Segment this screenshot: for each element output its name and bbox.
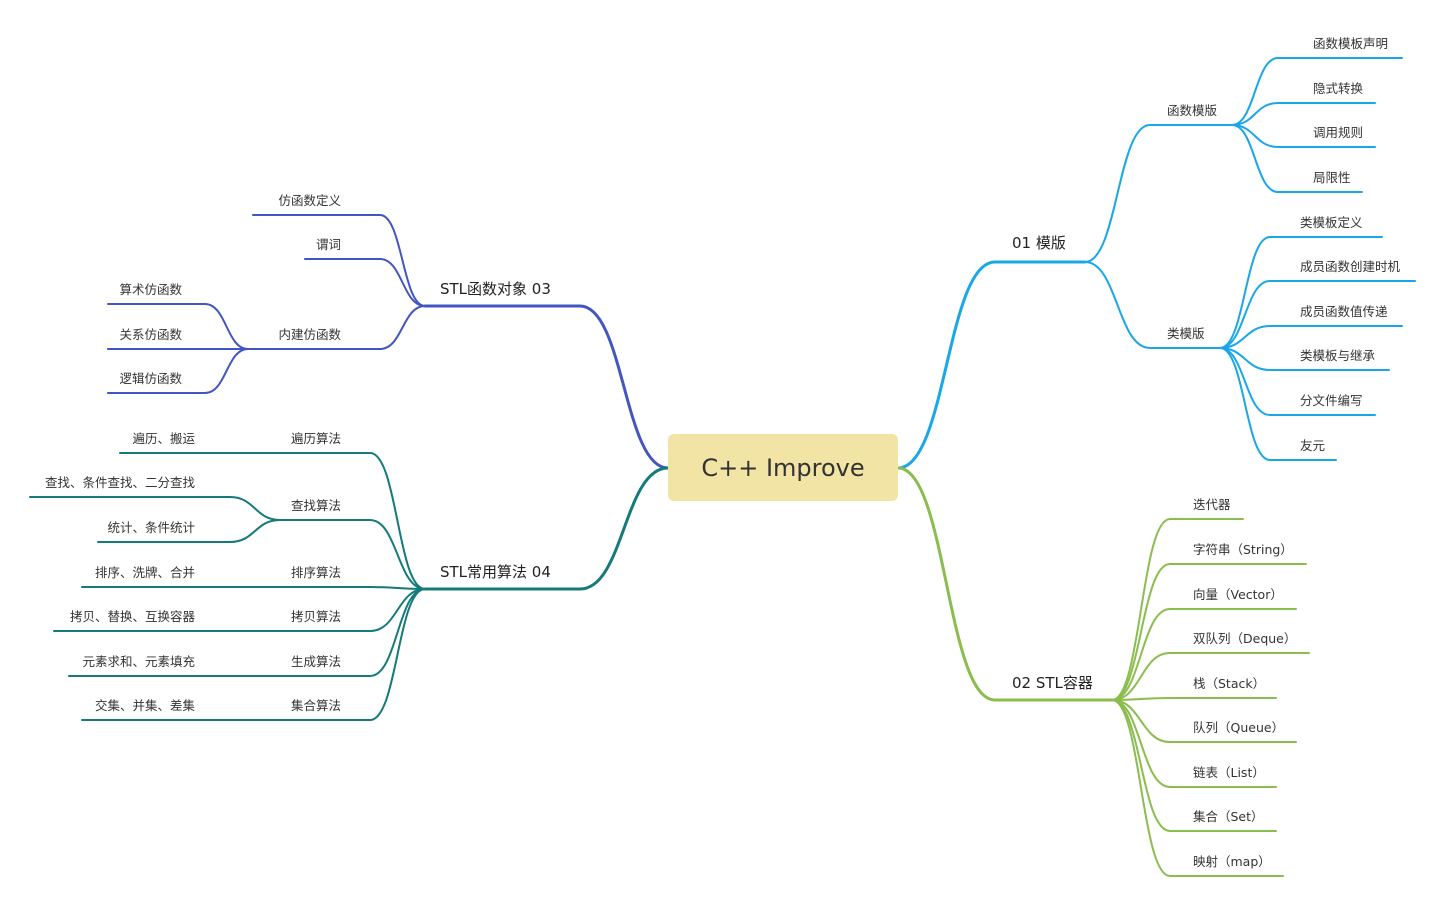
edge-root-containers (896, 466, 1114, 702)
edge-root-algorithms (423, 466, 670, 591)
edge-container-leaf-4 (1111, 697, 1277, 701)
edge-root-functors (423, 304, 670, 470)
leaf-queue[interactable]: 队列（Queue） (1193, 720, 1285, 735)
leaf-sort-detail[interactable]: 排序、洗牌、合并 (94, 565, 195, 580)
edge-functors-definition (252, 214, 426, 307)
leaf-map[interactable]: 映射（map） (1193, 854, 1271, 869)
node-copy-algorithms[interactable]: 拷贝算法 (290, 609, 341, 624)
edge-container-leaf-2 (1111, 608, 1297, 701)
node-function-template[interactable]: 函数模版 (1167, 103, 1218, 118)
branch-algorithms[interactable]: STL常用算法 04 (440, 563, 551, 581)
edge-algo-2 (279, 586, 426, 590)
edge-builtin-leaf-2 (107, 348, 249, 394)
edge-functors-builtin (247, 305, 426, 350)
edge-func-leaf-3 (1231, 124, 1363, 193)
edge-class-leaf-2 (1219, 325, 1403, 349)
leaf-call-rules[interactable]: 调用规则 (1313, 125, 1364, 140)
leaf-friend[interactable]: 友元 (1300, 438, 1326, 453)
node-predicate[interactable]: 谓词 (315, 237, 341, 252)
leaf-member-function-creation[interactable]: 成员函数创建时机 (1300, 259, 1401, 274)
edge-templates-class (1084, 261, 1221, 349)
edge-class-leaf-5 (1219, 347, 1337, 461)
node-class-template[interactable]: 类模版 (1167, 326, 1205, 341)
edge-container-leaf-0 (1111, 518, 1244, 701)
edge-functors-predicate (304, 258, 426, 307)
leaf-set-detail[interactable]: 交集、并集、差集 (94, 698, 195, 713)
edge-builtin-leaf-0 (107, 303, 249, 350)
node-functor-definition[interactable]: 仿函数定义 (278, 193, 341, 208)
leaf-string[interactable]: 字符串（String） (1193, 542, 1293, 557)
leaf-logical-functors[interactable]: 逻辑仿函数 (119, 371, 182, 386)
edge-algo-3 (279, 588, 426, 632)
node-traverse-algorithms[interactable]: 遍历算法 (290, 431, 341, 446)
leaf-stack[interactable]: 栈（Stack） (1193, 676, 1266, 691)
leaf-class-template-definition[interactable]: 类模板定义 (1300, 215, 1363, 230)
edge-algo-1 (279, 519, 426, 590)
edge-container-leaf-7 (1111, 699, 1277, 832)
leaf-member-function-pass-value[interactable]: 成员函数值传递 (1300, 304, 1388, 319)
edge-func-leaf-1 (1231, 102, 1376, 126)
branch-templates[interactable]: 01 模版 (1012, 234, 1066, 252)
leaf-iterator[interactable]: 迭代器 (1193, 497, 1231, 512)
edge-templates-func (1084, 124, 1233, 263)
edge-container-leaf-3 (1111, 652, 1310, 701)
edge-root-templates (896, 260, 1087, 470)
leaf-generate-detail[interactable]: 元素求和、元素填充 (82, 654, 195, 669)
leaf-class-template-inheritance[interactable]: 类模板与继承 (1300, 348, 1376, 363)
branch-containers[interactable]: 02 STL容器 (1012, 674, 1093, 692)
edge-algo-0 (279, 452, 426, 590)
leaf-function-template-declaration[interactable]: 函数模板声明 (1313, 36, 1389, 51)
leaf-traverse-detail[interactable]: 遍历、搬运 (132, 431, 195, 446)
edge-container-leaf-1 (1111, 563, 1307, 701)
node-find-algorithms[interactable]: 查找算法 (290, 498, 341, 513)
node-generate-algorithms[interactable]: 生成算法 (290, 654, 341, 669)
leaf-set[interactable]: 集合（Set） (1193, 809, 1264, 824)
edge-class-leaf-4 (1219, 347, 1376, 416)
edge-class-leaf-1 (1219, 280, 1416, 349)
leaf-vector[interactable]: 向量（Vector） (1193, 587, 1283, 602)
leaf-deque[interactable]: 双队列（Deque） (1193, 631, 1297, 646)
leaf-copy-detail[interactable]: 拷贝、替换、互换容器 (69, 609, 195, 624)
edge-class-leaf-0 (1219, 236, 1383, 349)
root-node[interactable]: C++ Improve (668, 434, 898, 501)
node-sort-algorithms[interactable]: 排序算法 (290, 565, 341, 580)
leaf-separate-file[interactable]: 分文件编写 (1300, 393, 1363, 408)
edge-func-leaf-0 (1231, 57, 1403, 126)
leaf-list[interactable]: 链表（List） (1193, 765, 1265, 780)
edge-func-leaf-2 (1231, 124, 1376, 148)
edge-class-leaf-3 (1219, 347, 1390, 371)
edge-find-leaf-0 (29, 496, 281, 521)
leaf-count-detail[interactable]: 统计、条件统计 (107, 520, 195, 535)
leaf-arithmetic-functors[interactable]: 算术仿函数 (119, 282, 182, 297)
leaf-relational-functors[interactable]: 关系仿函数 (119, 327, 182, 342)
node-builtin-functors[interactable]: 内建仿函数 (278, 327, 341, 342)
leaf-find-detail[interactable]: 查找、条件查找、二分查找 (44, 475, 195, 490)
node-set-algorithms[interactable]: 集合算法 (290, 698, 341, 713)
edge-algo-5 (279, 588, 426, 721)
edge-container-leaf-5 (1111, 699, 1297, 743)
branch-functors[interactable]: STL函数对象 03 (440, 280, 551, 298)
edge-find-leaf-1 (97, 519, 281, 543)
edge-container-leaf-6 (1111, 699, 1277, 788)
edge-container-leaf-8 (1111, 699, 1284, 877)
leaf-limitations[interactable]: 局限性 (1313, 170, 1351, 185)
leaf-implicit-conversion[interactable]: 隐式转换 (1313, 81, 1364, 96)
